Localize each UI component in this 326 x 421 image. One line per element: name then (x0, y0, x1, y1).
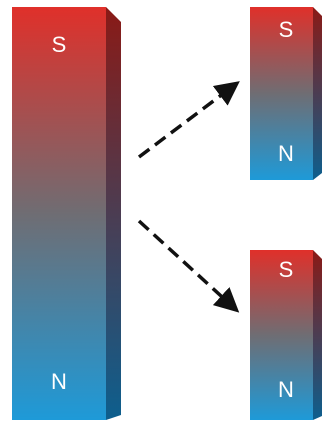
large-magnet-south-label: S (52, 32, 67, 57)
large-magnet: S N (12, 7, 121, 420)
upper-small-magnet-front (250, 7, 313, 180)
lower-small-magnet: S N (250, 250, 322, 420)
lower-small-magnet-side (313, 250, 322, 420)
large-magnet-north-label: N (51, 369, 67, 394)
upper-small-magnet-south-label: S (279, 17, 294, 42)
lower-small-magnet-north-label: N (278, 377, 294, 402)
arrow-to-upper-magnet (137, 81, 240, 159)
lower-small-magnet-front (250, 250, 313, 420)
arrow-to-lower-magnet (137, 219, 240, 313)
large-magnet-front (12, 7, 106, 420)
large-magnet-side (106, 7, 121, 420)
upper-small-magnet-side (313, 7, 322, 180)
lower-small-magnet-south-label: S (279, 257, 294, 282)
upper-small-magnet-north-label: N (278, 141, 294, 166)
upper-small-magnet: S N (250, 7, 322, 180)
